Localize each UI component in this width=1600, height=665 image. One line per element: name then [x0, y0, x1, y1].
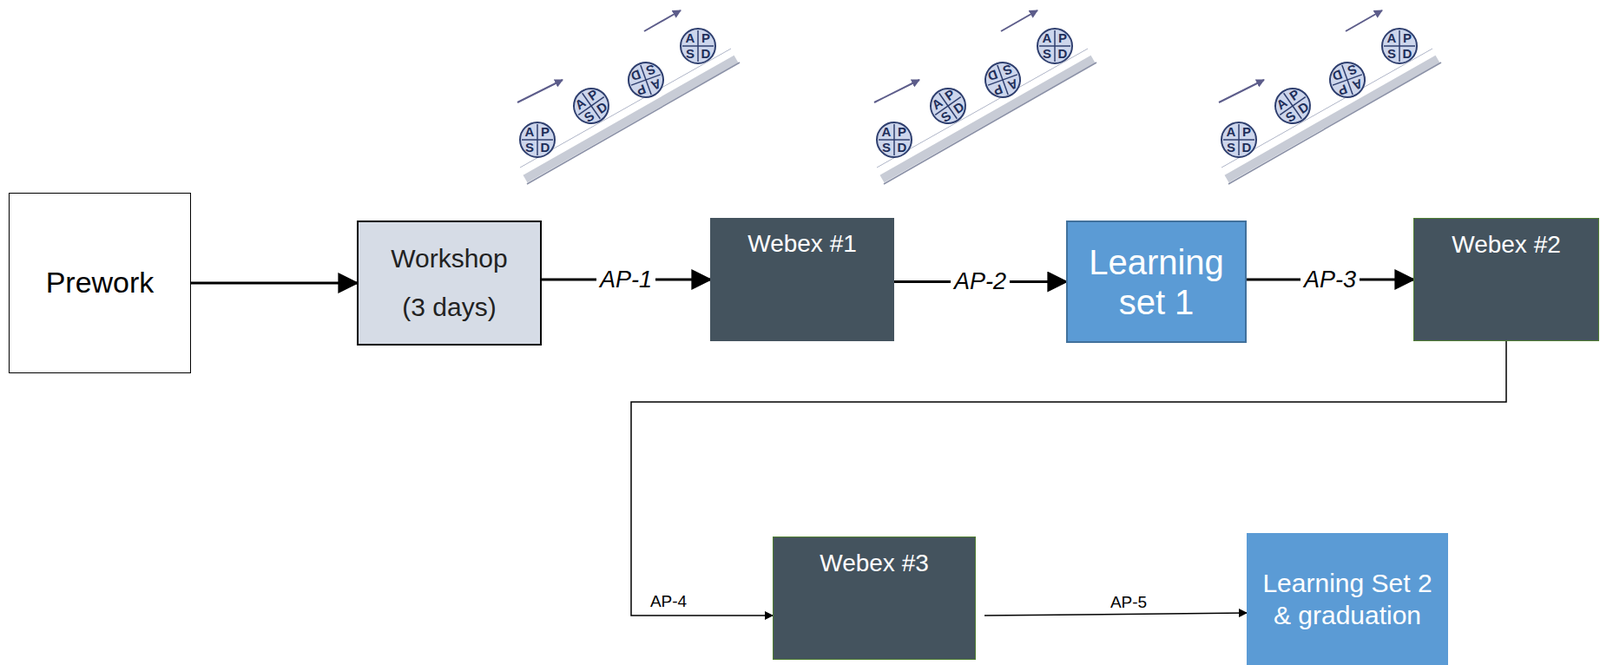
pdsa-letter: P: [697, 29, 715, 47]
pdsa-icon: APSD: [1265, 79, 1319, 132]
pdsa-letter: P: [1237, 123, 1256, 141]
pdsa-letter: P: [536, 123, 554, 141]
edge-label: AP-2: [950, 268, 1010, 296]
pdsa-circle: [875, 120, 914, 159]
process-box: Prework: [8, 192, 191, 374]
pdsa-circle: [1035, 26, 1074, 66]
node-text: Learning Set 2 & graduation: [1253, 566, 1442, 633]
pdsa-letter: D: [1398, 45, 1416, 63]
pdsa-circle: [678, 26, 718, 66]
pdsa-icon: APSD: [921, 79, 975, 132]
ramp-stroke: [1218, 79, 1265, 103]
learning-set-box: Learning Set 2 & graduation: [1246, 533, 1449, 665]
pdsa-letter: A: [1038, 29, 1056, 47]
pdsa-circle: [1219, 120, 1258, 159]
learning-set-box: Learning set 1: [1066, 220, 1247, 343]
node-text: Workshop: [390, 243, 508, 275]
pdsa-letter: D: [1237, 138, 1256, 157]
ramp-stroke: [520, 48, 731, 168]
node-text: (3 days): [401, 292, 496, 323]
pdsa-icon: APSD: [1035, 26, 1074, 66]
pdsa-letter: S: [681, 45, 699, 63]
ramp-stroke: [1345, 10, 1383, 32]
pdsa-letter: A: [1382, 29, 1401, 47]
edge-label: AP-1: [596, 266, 656, 294]
ramp-stroke: [1228, 62, 1442, 185]
ramp-stroke: [517, 79, 563, 103]
webex-box: Webex #1: [710, 217, 895, 342]
pdsa-letter: D: [697, 45, 715, 63]
pdsa-icon: APSD: [678, 26, 718, 66]
edge-label: AP-4: [646, 592, 691, 612]
pdsa-letter: A: [681, 29, 699, 47]
node-text: Webex #1: [747, 230, 857, 258]
pdsa-circle: [1380, 26, 1419, 66]
pdsa-letter: P: [893, 123, 911, 141]
pdsa-icon: APSD: [564, 79, 618, 132]
pdsa-letter: P: [1398, 29, 1416, 47]
pdsa-letter: S: [520, 138, 539, 157]
pdsa-letter: A: [877, 123, 896, 141]
ramp-stroke: [876, 48, 1088, 168]
ramp-stroke: [1000, 10, 1038, 32]
ramp-stroke: [883, 62, 1097, 185]
node-text: Prework: [46, 265, 155, 300]
pdsa-letter: S: [877, 138, 896, 157]
node-text: Webex #3: [819, 549, 929, 578]
ramp-stroke: [525, 59, 737, 179]
ramp-stroke: [874, 79, 920, 103]
pdsa-letter: A: [520, 123, 539, 141]
ramp-stroke: [1226, 59, 1438, 179]
node-text: Learning set 1: [1074, 242, 1238, 323]
connector: [984, 612, 1247, 616]
ramp-stroke: [882, 59, 1094, 179]
pdsa-letter: D: [1053, 45, 1072, 63]
webex-box: Webex #2: [1413, 217, 1600, 342]
pdsa-letter: S: [1038, 45, 1056, 63]
node-text: Webex #2: [1451, 230, 1561, 259]
pdsa-icon: APSD: [875, 120, 914, 159]
connector: [190, 282, 357, 285]
ramp-stroke: [526, 62, 740, 185]
pdsa-letter: A: [1222, 123, 1240, 141]
pdsa-circle: [518, 120, 557, 159]
webex-box: Webex #3: [772, 536, 976, 660]
ramp-stroke: [1221, 48, 1433, 168]
pdsa-icon: APSD: [1380, 26, 1419, 66]
pdsa-letter: D: [893, 138, 911, 157]
pdsa-letter: S: [1222, 138, 1240, 157]
pdsa-icon: APSD: [518, 120, 557, 159]
workshop-box: Workshop (3 days): [356, 220, 542, 346]
pdsa-letter: P: [1053, 29, 1072, 47]
ramp-stroke: [644, 10, 681, 32]
pdsa-letter: D: [536, 138, 554, 157]
pdsa-letter: S: [1382, 45, 1401, 63]
edge-label: AP-5: [1106, 592, 1151, 613]
edge-label: AP-3: [1300, 266, 1360, 294]
pdsa-icon: APSD: [1219, 120, 1258, 159]
